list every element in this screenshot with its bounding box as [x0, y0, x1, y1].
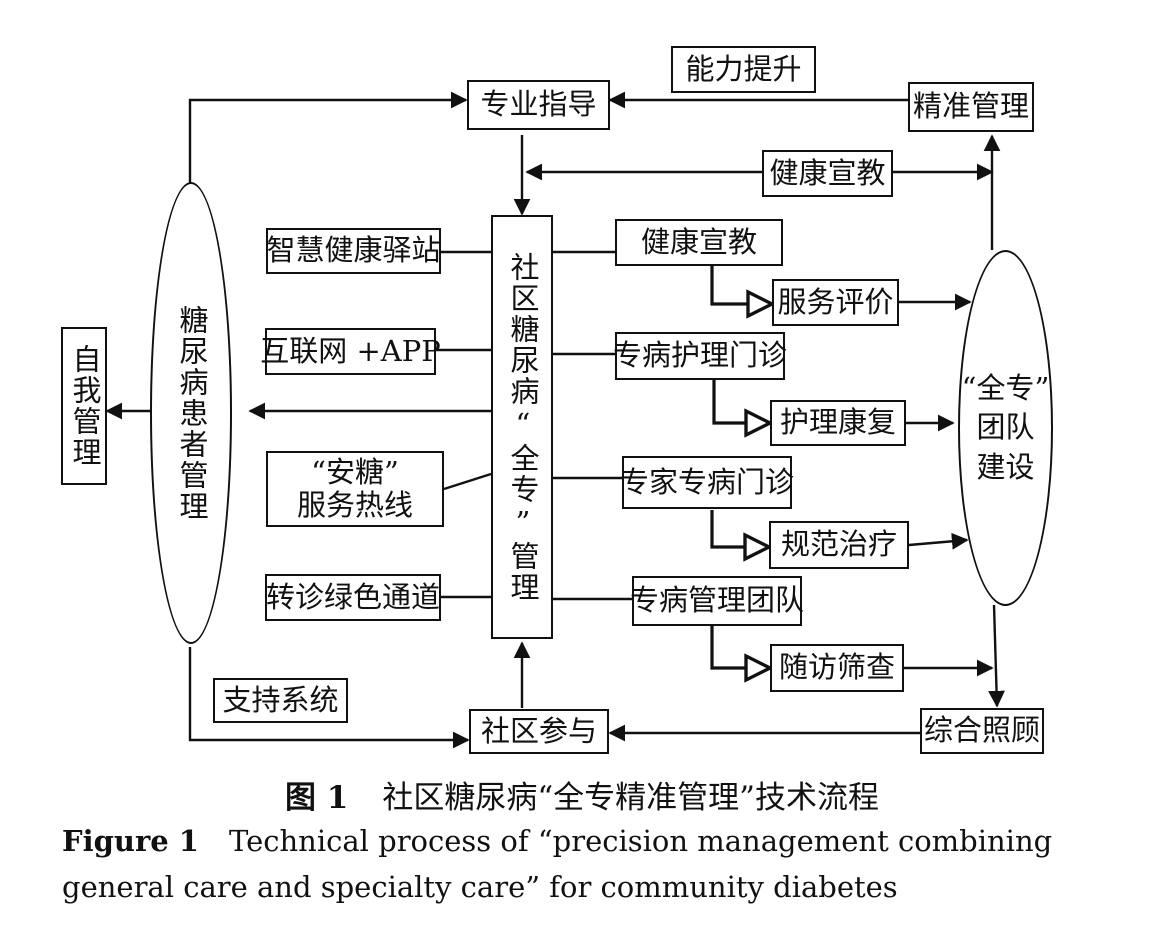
arrow-patient-to-guidance [188, 91, 468, 183]
nursing-rehab-label: 护理康复 [779, 405, 896, 440]
self-mgmt-box: 自我管理 [61, 327, 107, 485]
internet-app-label: 互联网 +APP [260, 333, 441, 368]
health-edu-box: 健康宣教 [615, 219, 783, 266]
health-edu-top-box: 健康宣教 [762, 150, 893, 197]
support-system-label: 支持系统 [222, 682, 339, 717]
expert-clinic-label: 专家专病门诊 [620, 464, 795, 499]
community-center-box: 社区糖尿病“全专”管理 [491, 215, 553, 639]
support-system-box: 支持系统 [213, 678, 348, 723]
capacity-up-box: 能力提升 [671, 46, 816, 93]
professional-guidance-box: 专业指导 [467, 80, 610, 130]
patient-mgmt-label: 糖尿病患者管理 [174, 304, 209, 522]
elbow-team-followup [710, 626, 770, 668]
followup-screen-box: 随访筛查 [770, 644, 904, 692]
green-channel-label: 转诊绿色通道 [266, 579, 441, 614]
hotline-label-line2: 服务热线 [296, 488, 413, 522]
professional-guidance-label: 专业指导 [480, 87, 597, 122]
service-eval-label: 服务评价 [777, 284, 894, 319]
arrow-team-to-care [988, 604, 1005, 708]
nursing-clinic-box: 专病护理门诊 [613, 332, 788, 380]
hotline-label-line1: “安糖” [311, 454, 399, 489]
elbow-expert-treat [710, 510, 769, 547]
team-build-label-line3: 建设 [976, 449, 1035, 484]
standard-treat-box: 规范治疗 [769, 521, 909, 569]
elbow-nursing-rehab [712, 380, 770, 423]
caption-cn-label: 图 1 [284, 780, 349, 816]
service-eval-box: 服务评价 [772, 279, 899, 326]
precision-mgmt-box: 精准管理 [908, 82, 1034, 132]
caption-en-label: Figure 1 [62, 824, 199, 858]
team-build-label-line1: “全专” [961, 371, 1050, 406]
caption-en-title: Technical process of “precision manageme… [62, 824, 1053, 904]
team-build-oval: “全专” 团队 建设 [958, 250, 1053, 606]
precision-mgmt-label: 精准管理 [912, 89, 1029, 124]
health-edu-label: 健康宣教 [640, 224, 757, 259]
community-center-label: 社区糖尿病“全专”管理 [505, 251, 540, 603]
community-participation-box: 社区参与 [469, 709, 609, 754]
caption-cn-title: 社区糖尿病“全专精准管理”技术流程 [382, 780, 880, 816]
arrow-treat-to-team [908, 532, 969, 550]
hotline-box: “安糖” 服务热线 [266, 451, 444, 527]
community-participation-label: 社区参与 [480, 713, 597, 748]
green-channel-box: 转诊绿色通道 [265, 574, 441, 621]
self-mgmt-label: 自我管理 [67, 344, 102, 468]
nursing-rehab-box: 护理康复 [770, 400, 906, 446]
comprehensive-care-box: 综合照顾 [920, 708, 1044, 754]
expert-clinic-box: 专家专病门诊 [620, 456, 795, 509]
caption-chinese: 图 1 社区糖尿病“全专精准管理”技术流程 [0, 772, 1164, 817]
followup-screen-label: 随访筛查 [778, 650, 895, 685]
patient-mgmt-oval: 糖尿病患者管理 [150, 182, 232, 644]
health-edu-top-label: 健康宣教 [769, 155, 886, 190]
comprehensive-care-label: 综合照顾 [923, 713, 1040, 748]
elbow-healthedu-eval [710, 266, 772, 304]
mgmt-team-box: 专病管理团队 [630, 576, 805, 626]
mgmt-team-label: 专病管理团队 [630, 583, 805, 618]
link-hotline [443, 472, 492, 491]
capacity-up-label: 能力提升 [685, 51, 802, 86]
standard-treat-label: 规范治疗 [780, 527, 897, 562]
nursing-clinic-label: 专病护理门诊 [613, 338, 788, 373]
smart-station-label: 智慧健康驿站 [266, 233, 441, 268]
arrow-patient-to-participation [188, 647, 470, 749]
smart-station-box: 智慧健康驿站 [266, 228, 441, 274]
internet-app-box: 互联网 +APP [260, 328, 441, 375]
team-build-label-line2: 团队 [976, 410, 1035, 445]
